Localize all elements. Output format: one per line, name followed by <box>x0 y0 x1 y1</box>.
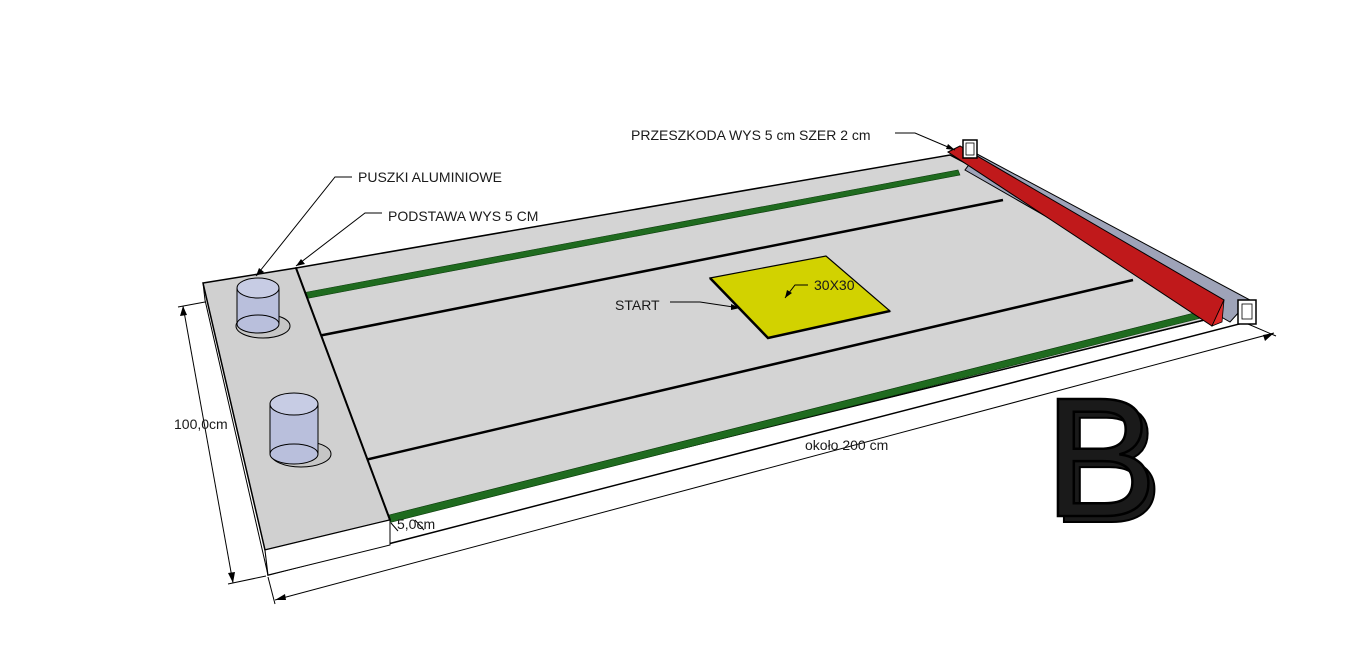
svg-text:B: B <box>1044 363 1157 553</box>
cans-label: PUSZKI ALUMINIOWE <box>358 169 502 185</box>
base-leader-line <box>295 212 382 267</box>
base-label: PODSTAWA WYS 5 CM <box>388 208 538 224</box>
lane-line-top <box>317 198 1004 338</box>
obstacle-end-post-2 <box>1237 299 1257 325</box>
base-platform-edge <box>295 267 391 521</box>
width-dimension-label: 100,0cm <box>174 416 228 432</box>
length-dimension-label: około 200 cm <box>805 437 888 453</box>
thickness-dimension-label: 5,0cm <box>397 516 435 532</box>
obstacle-leader-line <box>895 132 956 151</box>
obstacle-bar-side <box>1211 299 1225 327</box>
lane-line-bottom <box>364 278 1134 462</box>
cans-leader-line <box>255 176 352 277</box>
start-label: START <box>615 297 660 313</box>
start-pad-shadow-edge <box>709 277 891 340</box>
obstacle-label: PRZESZKODA WYS 5 cm SZER 2 cm <box>631 127 871 143</box>
svg-text:B: B <box>1050 369 1163 559</box>
dimension-width <box>177 301 267 585</box>
aluminium-can-1 <box>235 277 291 339</box>
start-size-label: 30X30 <box>814 277 855 293</box>
dimension-thickness <box>390 519 425 532</box>
aluminium-can-2 <box>269 392 332 468</box>
base-platform-front <box>264 519 391 576</box>
start-leader-line <box>670 301 741 309</box>
variant-letter-b: B B <box>1043 362 1165 560</box>
dimension-length <box>267 323 1277 605</box>
obstacle-end-post-1 <box>962 139 978 159</box>
